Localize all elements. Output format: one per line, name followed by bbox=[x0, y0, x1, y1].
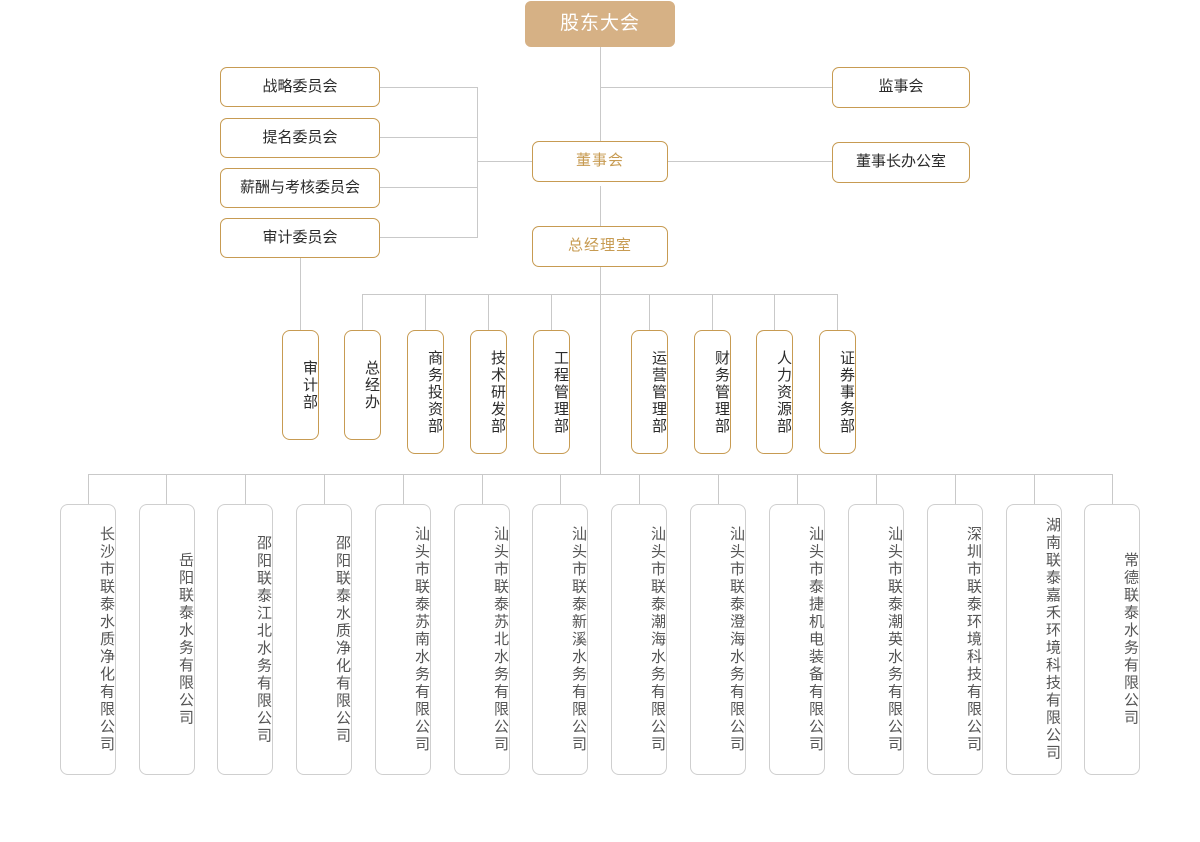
node-supervisory-board[interactable]: 监事会 bbox=[832, 67, 970, 108]
node-subsidiary-3[interactable]: 邵阳联泰江北水务有限公司 bbox=[217, 504, 273, 775]
connector-sub-drop-11 bbox=[876, 474, 877, 504]
connector-sub-drop-2 bbox=[166, 474, 167, 504]
connector-dept-drop-4 bbox=[551, 294, 552, 330]
node-subsidiary-2[interactable]: 岳阳联泰水务有限公司 bbox=[139, 504, 195, 775]
connector-board-to-chairman bbox=[668, 161, 832, 162]
node-shareholders-meeting[interactable]: 股东大会 bbox=[525, 1, 675, 47]
node-committee-nomination[interactable]: 提名委员会 bbox=[220, 118, 380, 158]
node-committee-audit[interactable]: 审计委员会 bbox=[220, 218, 380, 258]
connector-dept-drop-1 bbox=[362, 294, 363, 330]
connector-sub-drop-9 bbox=[718, 474, 719, 504]
node-department-audit[interactable]: 审计部 bbox=[282, 330, 319, 440]
connector-committees-to-board bbox=[477, 161, 532, 162]
node-general-manager-office[interactable]: 总经理室 bbox=[532, 226, 668, 267]
connector-subsidiary-bus bbox=[88, 474, 1112, 475]
connector-sub-drop-13 bbox=[1034, 474, 1035, 504]
connector-dept-drop-7 bbox=[774, 294, 775, 330]
connector-dept-drop-2 bbox=[425, 294, 426, 330]
connector-dept-drop-8 bbox=[837, 294, 838, 330]
node-subsidiary-10[interactable]: 汕头市泰捷机电装备有限公司 bbox=[769, 504, 825, 775]
node-board-of-directors[interactable]: 董事会 bbox=[532, 141, 668, 182]
connector-committee-bus bbox=[477, 87, 478, 237]
node-subsidiary-1[interactable]: 长沙市联泰水质净化有限公司 bbox=[60, 504, 116, 775]
node-subsidiary-13[interactable]: 湖南联泰嘉禾环境科技有限公司 bbox=[1006, 504, 1062, 775]
node-department-securities-affairs[interactable]: 证券事务部 bbox=[819, 330, 856, 454]
connector-sub-drop-5 bbox=[403, 474, 404, 504]
node-department-human-resources[interactable]: 人力资源部 bbox=[756, 330, 793, 454]
connector-sub-drop-6 bbox=[482, 474, 483, 504]
node-subsidiary-12[interactable]: 深圳市联泰环境科技有限公司 bbox=[927, 504, 983, 775]
node-department-finance-management[interactable]: 财务管理部 bbox=[694, 330, 731, 454]
connector-sub-drop-1 bbox=[88, 474, 89, 504]
connector-dept-drop-5 bbox=[649, 294, 650, 330]
connector-shareholders-to-board bbox=[600, 47, 601, 162]
connector-sub-drop-4 bbox=[324, 474, 325, 504]
node-chairman-office[interactable]: 董事长办公室 bbox=[832, 142, 970, 183]
connector-committee-1 bbox=[380, 87, 478, 88]
connector-department-bus bbox=[362, 294, 837, 295]
connector-sub-drop-12 bbox=[955, 474, 956, 504]
connector-sub-drop-3 bbox=[245, 474, 246, 504]
node-subsidiary-11[interactable]: 汕头市联泰潮英水务有限公司 bbox=[848, 504, 904, 775]
node-department-operations-management[interactable]: 运营管理部 bbox=[631, 330, 668, 454]
node-department-technology-rnd[interactable]: 技术研发部 bbox=[470, 330, 507, 454]
connector-shareholders-to-supervisory bbox=[600, 87, 832, 88]
node-department-engineering-management[interactable]: 工程管理部 bbox=[533, 330, 570, 454]
connector-board-to-gm bbox=[600, 186, 601, 226]
node-subsidiary-7[interactable]: 汕头市联泰新溪水务有限公司 bbox=[532, 504, 588, 775]
connector-committee-4 bbox=[380, 237, 478, 238]
node-subsidiary-6[interactable]: 汕头市联泰苏北水务有限公司 bbox=[454, 504, 510, 775]
node-subsidiary-5[interactable]: 汕头市联泰苏南水务有限公司 bbox=[375, 504, 431, 775]
node-subsidiary-9[interactable]: 汕头市联泰澄海水务有限公司 bbox=[690, 504, 746, 775]
connector-gm-spine bbox=[600, 267, 601, 475]
node-department-business-investment[interactable]: 商务投资部 bbox=[407, 330, 444, 454]
node-committee-remuneration-appraisal[interactable]: 薪酬与考核委员会 bbox=[220, 168, 380, 208]
connector-audit-committee-to-audit-dept bbox=[300, 258, 301, 330]
connector-sub-drop-8 bbox=[639, 474, 640, 504]
connector-dept-drop-3 bbox=[488, 294, 489, 330]
node-subsidiary-4[interactable]: 邵阳联泰水质净化有限公司 bbox=[296, 504, 352, 775]
connector-committee-2 bbox=[380, 137, 478, 138]
connector-sub-drop-14 bbox=[1112, 474, 1113, 504]
node-committee-strategy[interactable]: 战略委员会 bbox=[220, 67, 380, 107]
node-department-general-office[interactable]: 总经办 bbox=[344, 330, 381, 440]
node-subsidiary-14[interactable]: 常德联泰水务有限公司 bbox=[1084, 504, 1140, 775]
connector-dept-drop-6 bbox=[712, 294, 713, 330]
connector-sub-drop-7 bbox=[560, 474, 561, 504]
node-subsidiary-8[interactable]: 汕头市联泰潮海水务有限公司 bbox=[611, 504, 667, 775]
connector-sub-drop-10 bbox=[797, 474, 798, 504]
connector-committee-3 bbox=[380, 187, 478, 188]
